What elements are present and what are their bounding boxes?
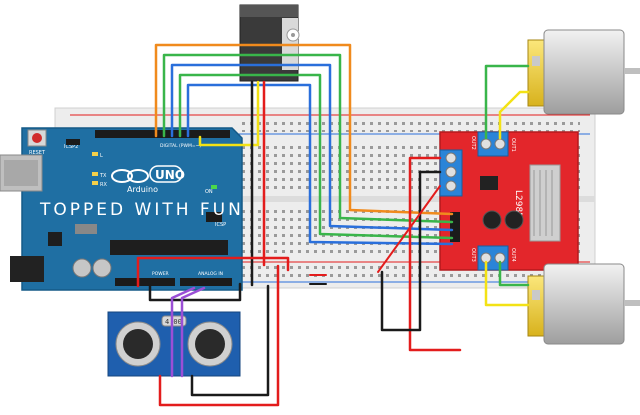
arduino-brand-text: Arduino: [127, 185, 158, 194]
icsp-label: ICSP: [215, 222, 226, 228]
wire-red: [408, 156, 462, 352]
wire-green: [484, 64, 530, 140]
arduino-uno-board: RESET DIGITAL (PWM=~) ICSP2 L TX RX UNO …: [0, 127, 243, 291]
wire-black: [190, 284, 270, 397]
sensor-crystal: [161, 315, 187, 327]
wire-orange: [154, 43, 454, 216]
analog-header-label: ANALOG IN: [198, 271, 223, 277]
wire-purple: [170, 286, 196, 378]
wire-green: [498, 260, 530, 287]
wire-purple: [180, 286, 206, 378]
dc-motor-top: [527, 29, 640, 115]
servo-motor: [239, 4, 300, 82]
wire-yellow: [198, 80, 260, 147]
digital-header: [95, 130, 230, 138]
wire-green: [162, 53, 454, 224]
power-header: [115, 278, 175, 286]
uno-logo-text: UNO: [155, 168, 185, 182]
wire-green: [178, 73, 454, 240]
out1-label: OUT1: [510, 138, 516, 152]
atmega-chip: [110, 240, 228, 255]
l-led-label: L: [100, 153, 103, 159]
wire-black: [148, 282, 242, 302]
icsp2-label: ICSP2: [64, 144, 78, 150]
wires: [136, 43, 530, 407]
wire-red: [136, 256, 290, 288]
l298n-motor-driver: L298N OUT1 OUT2 OUT3 OUT4: [439, 131, 579, 271]
wire-blue: [186, 83, 454, 246]
heatsink: [529, 164, 561, 242]
watermark-text: TOPPED WITH FUN: [39, 200, 244, 220]
wire-blue: [170, 63, 454, 232]
tx-label: TX: [99, 173, 107, 179]
rx-label: RX: [100, 182, 107, 188]
wire-yellow: [498, 90, 530, 140]
capacitor: [92, 258, 112, 278]
on-label: ON: [205, 189, 213, 195]
analog-header: [180, 278, 232, 286]
wire-red: [377, 185, 441, 273]
driver-chip-label: L298N: [513, 190, 523, 219]
wire-red: [158, 264, 280, 407]
wire-yellow: [484, 260, 530, 307]
reset-label: RESET: [29, 150, 46, 156]
power-header-label: POWER: [152, 271, 169, 277]
digital-header-label: DIGITAL (PWM=~): [160, 143, 201, 149]
arduino-logo: UNO Arduino: [111, 165, 185, 194]
power-jack: [10, 256, 44, 282]
ultrasonic-sensor: 4.00: [107, 311, 241, 377]
wire-black: [380, 170, 442, 332]
out2-label: OUT2: [470, 136, 476, 150]
crystal-label: 4.00: [165, 318, 182, 326]
out4-label: OUT4: [510, 248, 516, 262]
dc-motor-bottom: [527, 263, 640, 345]
capacitor: [72, 258, 92, 278]
out3-label: OUT3: [470, 248, 476, 262]
